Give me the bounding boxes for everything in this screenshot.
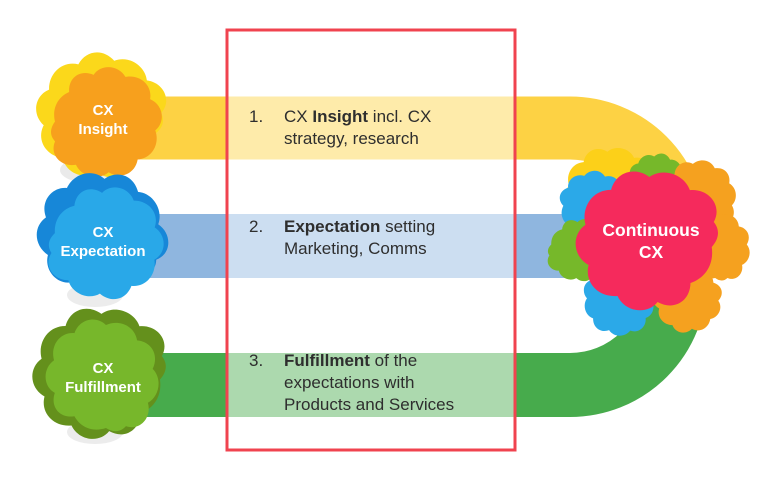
expectation-label-line2: Expectation	[60, 243, 146, 260]
step-1-post: incl. CX strategy, research	[284, 107, 432, 148]
expectation-blob	[13, 147, 187, 320]
step-2-post: setting Marketing, Comms	[284, 217, 436, 258]
step-3-bold: Fulfillment	[284, 351, 370, 370]
expectation-blob-label: CX Expectation	[33, 223, 173, 261]
annotation-box	[225, 28, 517, 452]
insight-blob	[15, 30, 183, 200]
step-1-pre: CX	[284, 107, 313, 126]
hub-label-line1: Continuous	[602, 220, 700, 240]
step-2-text: Expectation setting Marketing, Comms	[284, 216, 476, 260]
step-item-2: 2. Expectation setting Marketing, Comms	[249, 216, 476, 260]
fulfillment-blob	[19, 292, 178, 454]
fulfillment-label-line2: Fulfillment	[65, 379, 141, 396]
step-2-number: 2.	[249, 217, 264, 236]
step-1-bold: Insight	[312, 107, 369, 126]
step-1-number: 1.	[249, 107, 264, 126]
step-1-text: CX Insight incl. CX strategy, research	[284, 106, 476, 150]
insight-blob-label: CX Insight	[45, 101, 161, 139]
insight-label-line1: CX	[92, 102, 114, 119]
step-3-number: 3.	[249, 351, 264, 370]
step-item-3: 3. Fulfillment of the expectations with …	[249, 350, 476, 416]
box-highlight-overlay	[227, 30, 515, 450]
hub-label-line2: CX	[638, 242, 664, 262]
hub-label: Continuous CX	[578, 219, 724, 263]
fulfillment-blob-label: CX Fulfillment	[33, 359, 173, 397]
insight-label-line2: Insight	[78, 121, 128, 138]
step-3-post: of the expectations with Products and Se…	[284, 351, 455, 414]
step-2-bold: Expectation	[284, 217, 381, 236]
fulfillment-label-line1: CX	[92, 360, 114, 377]
step-item-1: 1. CX Insight incl. CX strategy, researc…	[249, 106, 476, 150]
step-3-text: Fulfillment of the expectations with Pro…	[284, 350, 476, 416]
expectation-label-line1: CX	[92, 224, 114, 241]
